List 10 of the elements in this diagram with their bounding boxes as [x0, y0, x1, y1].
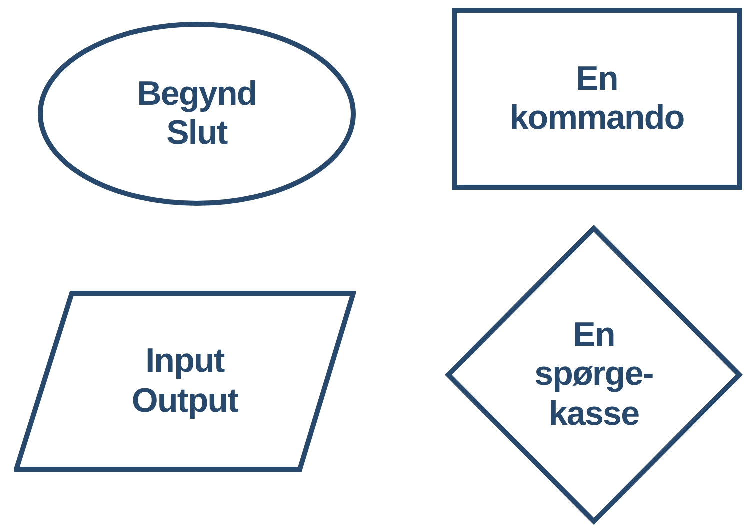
terminal-ellipse: [38, 22, 356, 206]
input-output-parallelogram: [14, 291, 356, 472]
node-text: Begynd: [137, 74, 257, 114]
node-text: Output: [132, 382, 238, 421]
node-text: En spørge- kasse: [534, 316, 654, 434]
node-text: Input: [146, 342, 224, 382]
decision-diamond: [444, 224, 744, 526]
node-text: Slut: [166, 114, 228, 154]
node-text: En kommando: [508, 60, 686, 138]
process-box: [452, 8, 742, 190]
